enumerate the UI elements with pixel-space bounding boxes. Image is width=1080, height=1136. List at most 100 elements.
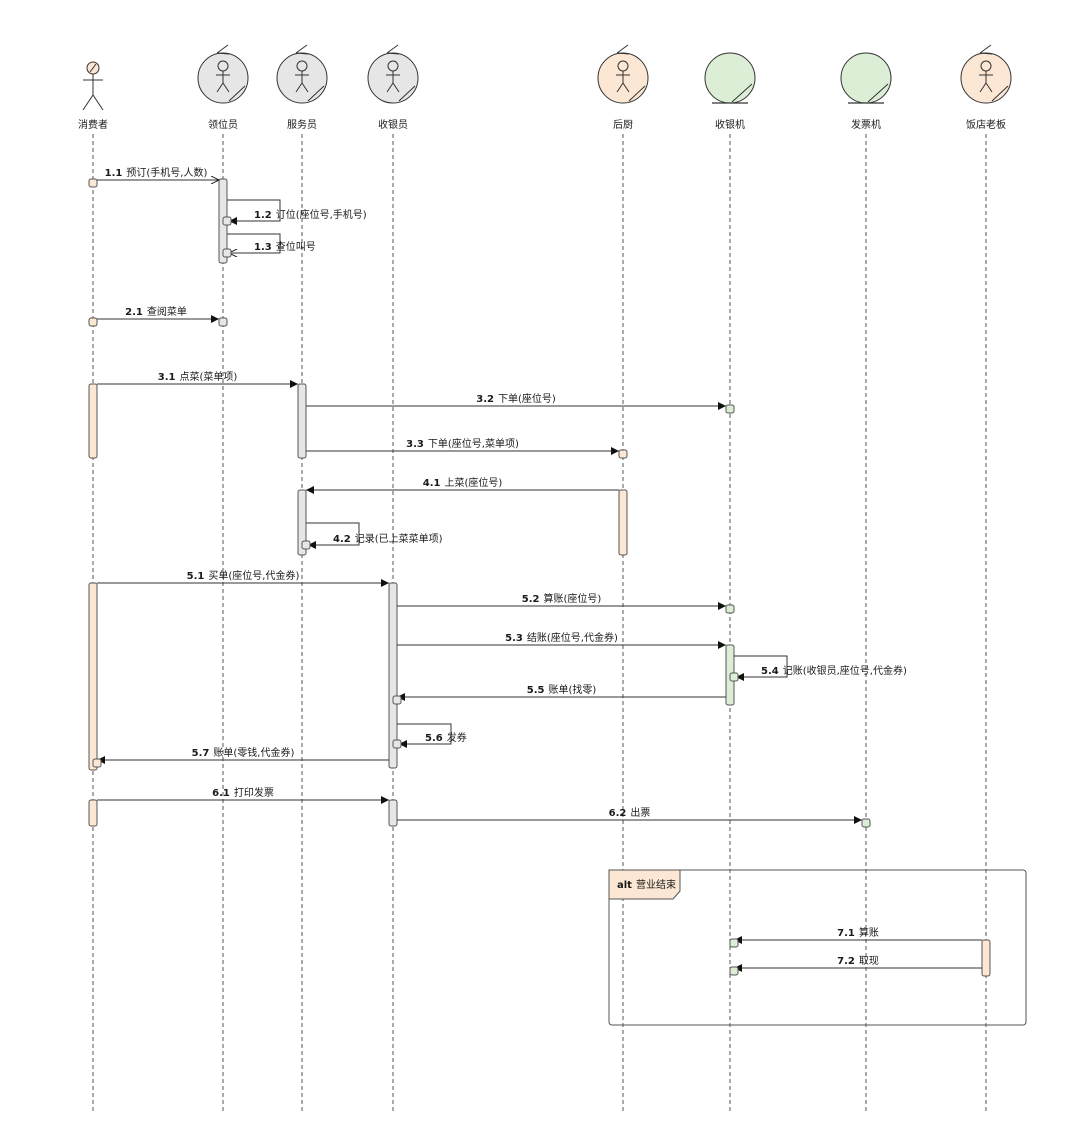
message-number: 1.1	[105, 168, 123, 179]
message-text: 账单(找零)	[548, 683, 596, 696]
activation-bar	[88, 582, 98, 771]
entity-icon	[840, 52, 892, 104]
message-end-box	[301, 540, 311, 550]
entity-icon	[704, 52, 756, 104]
message-end-box	[729, 938, 739, 948]
message-text: 发券	[447, 731, 467, 744]
message-number: 7.2	[837, 956, 855, 967]
participant-kitchen: 后厨	[597, 44, 649, 131]
participant-label: 收银机	[715, 118, 745, 131]
message-number: 3.1	[158, 372, 176, 383]
message-label: 6.1 打印发票	[212, 786, 274, 799]
participant-owner: 饭店老板	[960, 44, 1012, 131]
control-actor-icon	[960, 44, 1012, 104]
participant-seater: 领位员	[197, 44, 249, 131]
message-number: 5.1	[187, 571, 205, 582]
message-end-box	[218, 317, 228, 327]
message-text: 下单(座位号,菜单项)	[428, 437, 519, 450]
message-number: 5.2	[522, 594, 540, 605]
message-arrow	[227, 233, 281, 253]
message-end-box	[725, 404, 735, 414]
message-number: 5.6	[425, 733, 443, 744]
message-end-box	[729, 672, 739, 682]
participant-cashier: 收银员	[367, 44, 419, 131]
message-start-box	[88, 178, 98, 188]
participant-invoice-machine: 发票机	[840, 52, 892, 131]
actor-icon	[82, 61, 104, 111]
message-text: 结账(座位号,代金券)	[527, 631, 618, 644]
message-arrow	[306, 522, 360, 549]
control-actor-icon	[597, 44, 649, 104]
message-text: 查阅菜单	[147, 305, 187, 318]
message-text: 下单(座位号)	[498, 392, 556, 405]
message-label: 5.3 结账(座位号,代金券)	[505, 631, 618, 644]
message-end-box	[729, 966, 739, 976]
message-label: 7.1 算账	[837, 926, 879, 939]
participant-label: 后厨	[613, 119, 633, 131]
activation-bar	[88, 383, 98, 459]
activation-bar	[618, 489, 628, 556]
message-number: 5.3	[505, 633, 523, 644]
message-number: 1.2	[254, 210, 272, 221]
message-number: 4.2	[333, 534, 351, 545]
message-end-box	[392, 739, 402, 749]
message-text: 订位(座位号,手机号)	[276, 208, 367, 221]
alt-frame	[608, 869, 1027, 1026]
message-text: 打印发票	[234, 786, 274, 799]
activation-bar	[88, 799, 98, 827]
message-3-3: 3.3 下单(座位号,菜单项)	[306, 437, 628, 459]
message-number: 4.1	[423, 478, 441, 489]
participant-label: 领位员	[208, 118, 238, 131]
participant-label: 发票机	[851, 118, 881, 131]
participant-label: 消费者	[78, 118, 108, 131]
message-end-box	[92, 758, 102, 768]
message-end-box	[618, 449, 628, 459]
activation-bar	[388, 799, 398, 827]
control-actor-icon	[197, 44, 249, 104]
message-text: 预订(手机号,人数)	[126, 166, 207, 179]
message-start-box	[88, 317, 98, 327]
control-actor-icon	[367, 44, 419, 104]
message-number: 7.1	[837, 928, 855, 939]
participant-label: 收银员	[378, 118, 408, 131]
activation-bars	[88, 178, 991, 977]
alt-fragment: alt 营业结束	[608, 869, 1027, 1026]
message-text: 上菜(座位号)	[444, 476, 502, 489]
message-text: 算账(座位号)	[543, 592, 601, 605]
message-7-1: 7.1 算账	[729, 926, 982, 948]
alt-tab	[608, 869, 681, 900]
message-number: 3.3	[406, 439, 424, 450]
message-1-2: 1.2 订位(座位号,手机号)	[222, 199, 367, 226]
message-text: 买单(座位号,代金券)	[208, 569, 299, 582]
activation-bar	[297, 383, 307, 459]
message-number: 6.1	[212, 788, 230, 799]
message-text: 算账	[859, 926, 879, 939]
message-6-1: 6.1 打印发票	[97, 786, 389, 804]
message-end-box	[392, 695, 402, 705]
message-number: 6.2	[609, 808, 627, 819]
message-number: 5.4	[761, 666, 779, 677]
alt-guard: 营业结束	[636, 878, 676, 891]
activation-bar	[388, 582, 398, 769]
